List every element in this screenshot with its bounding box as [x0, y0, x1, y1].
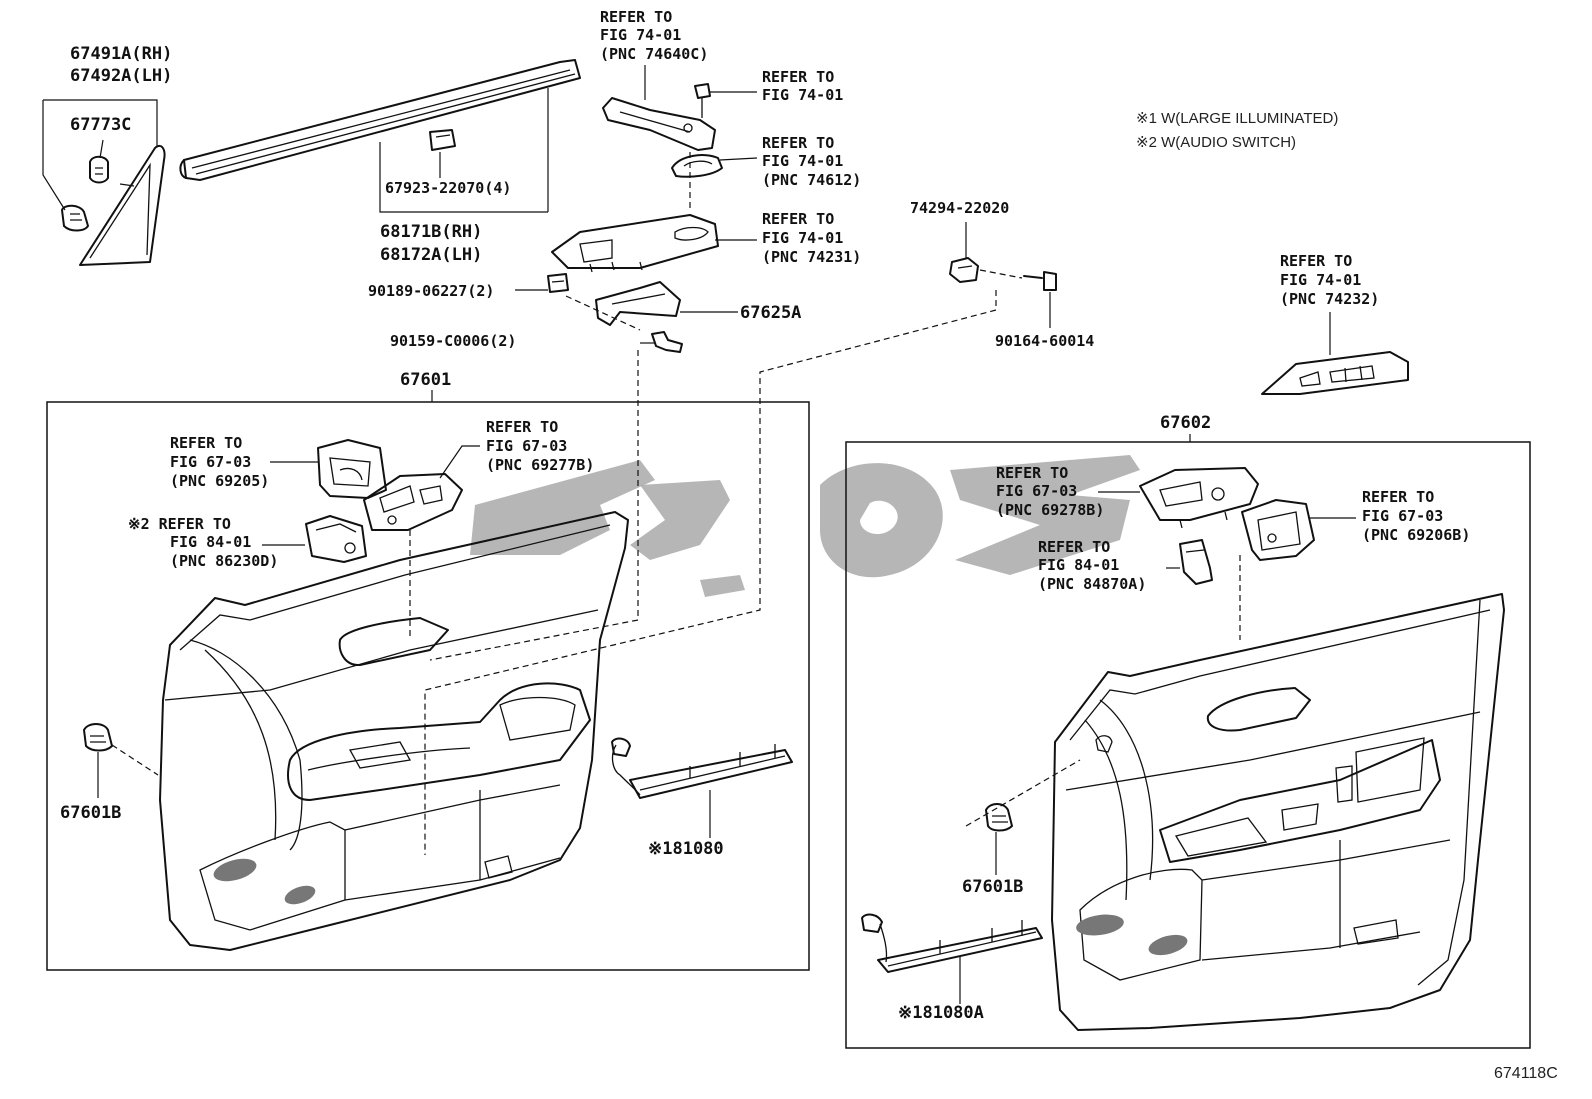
screw-90164	[1023, 271, 1057, 291]
label-74294: 74294-22020	[910, 199, 1009, 217]
label-67601b-left: 67601B	[60, 803, 121, 823]
screw-7401	[694, 83, 711, 118]
label-81080: ※181080	[648, 839, 724, 859]
label-67773c: 67773C	[70, 115, 131, 135]
clip-74294	[949, 257, 979, 283]
label-67601b-right: 67601B	[962, 877, 1023, 897]
armrest-upper-74231	[551, 214, 719, 273]
bezel-74612	[671, 154, 723, 178]
svg-text:REFER TO: REFER TO	[1362, 488, 1434, 506]
svg-text:(PNC 74640C): (PNC 74640C)	[600, 45, 708, 63]
svg-text:(PNC 69277B): (PNC 69277B)	[486, 456, 594, 474]
mirror-garnish-67491a	[79, 144, 166, 266]
svg-text:FIG 67-03: FIG 67-03	[170, 453, 251, 471]
svg-text:※2 REFER TO: ※2 REFER TO	[128, 515, 231, 533]
svg-text:(PNC 86230D): (PNC 86230D)	[170, 552, 278, 570]
svg-text:FIG 84-01: FIG 84-01	[170, 533, 251, 551]
refer-74640c-label: REFER TO FIG 74-01 (PNC 74640C)	[600, 8, 708, 63]
switch-base-69278b	[1139, 467, 1259, 529]
svg-text:(PNC 84870A): (PNC 84870A)	[1038, 575, 1146, 593]
svg-text:(PNC 74612): (PNC 74612)	[762, 171, 861, 189]
clip-90189	[547, 273, 569, 293]
door-trim-box-left	[46, 401, 810, 971]
svg-text:REFER TO: REFER TO	[1280, 252, 1352, 270]
refer-69206b-label: REFER TO FIG 67-03 (PNC 69206B)	[1362, 488, 1470, 544]
svg-text:REFER TO: REFER TO	[170, 434, 242, 452]
door-trim-box-right	[845, 441, 1531, 1049]
switch-base-69277b	[363, 473, 463, 531]
label-68172a: 68172A(LH)	[380, 245, 482, 265]
refer-69277b-label: REFER TO FIG 67-03 (PNC 69277B)	[486, 418, 594, 474]
label-90159: 90159-C0006(2)	[390, 332, 516, 350]
svg-text:FIG 74-01: FIG 74-01	[600, 26, 681, 44]
weatherstrip-68171b	[179, 59, 581, 181]
courtesy-lamp-81080	[611, 737, 793, 799]
refer-69205-label: REFER TO FIG 67-03 (PNC 69205)	[170, 434, 269, 490]
svg-text:(PNC 69278B): (PNC 69278B)	[996, 501, 1104, 519]
bracket-74640c	[602, 97, 716, 151]
audio-switch-86230d	[305, 515, 367, 563]
refer-7401-screw-label: REFER TO FIG 74-01	[762, 68, 843, 104]
label-67625a: 67625A	[740, 303, 801, 323]
screw-90159	[651, 331, 683, 353]
svg-text:FIG 74-01: FIG 74-01	[762, 152, 843, 170]
svg-text:REFER TO: REFER TO	[762, 68, 834, 86]
door-trim-panel-left	[159, 511, 629, 951]
refer-74232-label: REFER TO FIG 74-01 (PNC 74232)	[1280, 252, 1379, 308]
label-67923: 67923-22070(4)	[385, 179, 511, 197]
figure-id: 674118C	[1494, 1065, 1558, 1082]
refer-74612-label: REFER TO FIG 74-01 (PNC 74612)	[762, 134, 861, 189]
label-67491a: 67491A(RH)	[70, 44, 172, 64]
refer-84870a-label: REFER TO FIG 84-01 (PNC 84870A)	[1038, 538, 1146, 593]
bracket-67625a	[595, 281, 681, 326]
clip-67773c	[89, 155, 109, 184]
svg-text:FIG 74-01: FIG 74-01	[762, 229, 843, 247]
refer-74231-label: REFER TO FIG 74-01 (PNC 74231)	[762, 210, 861, 266]
clip-67601b-left	[83, 723, 113, 752]
svg-text:(PNC 69205): (PNC 69205)	[170, 472, 269, 490]
svg-text:FIG 74-01: FIG 74-01	[1280, 271, 1361, 289]
svg-text:(PNC 74231): (PNC 74231)	[762, 248, 861, 266]
svg-text:REFER TO: REFER TO	[486, 418, 558, 436]
label-90164: 90164-60014	[995, 332, 1094, 350]
svg-text:REFER TO: REFER TO	[762, 210, 834, 228]
switch-84870a	[1179, 539, 1213, 585]
label-68171b: 68171B(RH)	[380, 222, 482, 242]
svg-text:REFER TO: REFER TO	[600, 8, 672, 26]
armrest-74232	[1261, 351, 1409, 395]
door-trim-lower-left-label: 67491A(RH) 67492A(LH) 67773C	[70, 44, 172, 135]
label-81080a: ※181080A	[898, 1003, 984, 1023]
refer-69278b-label: REFER TO FIG 67-03 (PNC 69278B)	[996, 464, 1104, 519]
svg-text:(PNC 74232): (PNC 74232)	[1280, 290, 1379, 308]
label-67492a: 67492A(LH)	[70, 66, 172, 86]
svg-text:REFER TO: REFER TO	[996, 464, 1068, 482]
note-audio-switch: ※2 W(AUDIO SWITCH)	[1136, 134, 1296, 151]
refer-86230d-label: ※2 REFER TO FIG 84-01 (PNC 86230D)	[128, 515, 278, 570]
svg-text:FIG 84-01: FIG 84-01	[1038, 556, 1119, 574]
svg-text:FIG 67-03: FIG 67-03	[1362, 507, 1443, 525]
svg-text:REFER TO: REFER TO	[762, 134, 834, 152]
svg-text:FIG 67-03: FIG 67-03	[996, 482, 1077, 500]
clip-67923	[429, 129, 456, 151]
label-90189: 90189-06227(2)	[368, 282, 494, 300]
svg-text:FIG 67-03: FIG 67-03	[486, 437, 567, 455]
svg-text:REFER TO: REFER TO	[1038, 538, 1110, 556]
inside-handle-69205	[317, 439, 387, 499]
watermark-logo	[470, 455, 1140, 597]
svg-text:(PNC 69206B): (PNC 69206B)	[1362, 526, 1470, 544]
clip-fastener	[61, 204, 89, 232]
label-67601: 67601	[400, 370, 451, 390]
inside-handle-69206b	[1241, 499, 1315, 561]
clip-67601b-right	[985, 803, 1013, 832]
door-trim-panel-right	[1051, 593, 1505, 1031]
label-67602: 67602	[1160, 413, 1211, 433]
courtesy-lamp-81080a	[861, 913, 1043, 973]
note-large-illuminated: ※1 W(LARGE ILLUMINATED)	[1136, 110, 1338, 127]
svg-text:FIG 74-01: FIG 74-01	[762, 86, 843, 104]
